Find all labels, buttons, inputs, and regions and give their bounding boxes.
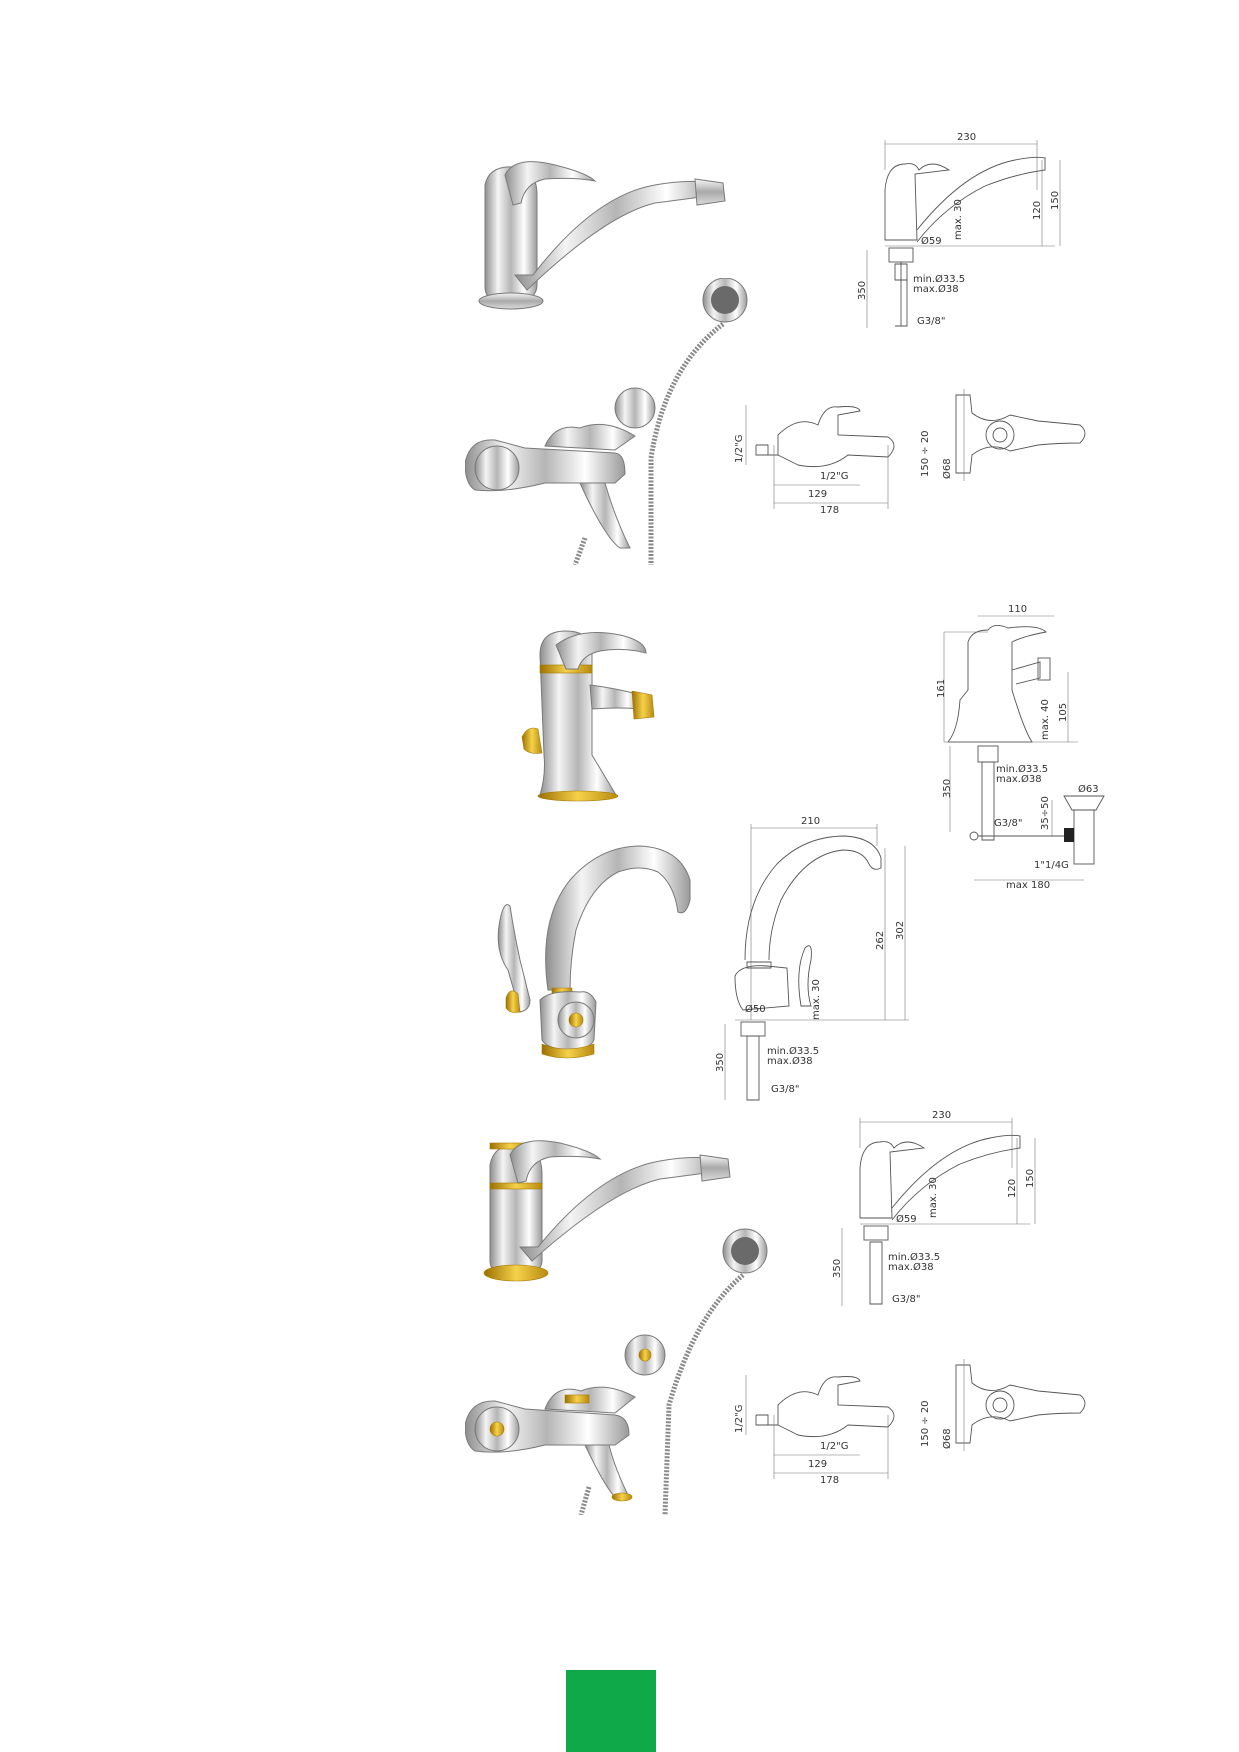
- dim-height-b: 302: [895, 921, 906, 940]
- dim-height-b: 105: [1058, 703, 1069, 722]
- dim-height-a: 120: [1007, 1179, 1018, 1198]
- dim-height-a: 262: [875, 931, 886, 950]
- dim-diameter: Ø59: [921, 235, 942, 247]
- dim-waste-len: max 180: [1006, 880, 1050, 890]
- dim-width: 110: [1008, 604, 1027, 615]
- dim-inlet: 1/2"G: [734, 1405, 745, 1433]
- dim-width: 230: [957, 132, 976, 143]
- basin-mixer-high-spout-gold-photo: [497, 845, 691, 1059]
- dim-max: max. 30: [928, 1177, 939, 1218]
- dim-height-b: 150: [1025, 1169, 1036, 1188]
- dim-d1: 129: [808, 1459, 827, 1470]
- dim-outlet: 1/2"G: [820, 1441, 848, 1452]
- dim-hose: 350: [832, 1259, 843, 1278]
- bidet-mixer-gold-drawing: 110 161 105 max. 40 min.Ø33.5 max.Ø38 35…: [936, 604, 1105, 890]
- dim-waste-thread: 1"1/4G: [1034, 860, 1069, 871]
- footer-tab: [566, 1670, 656, 1752]
- dim-thread: G3/8": [917, 316, 945, 327]
- dim-min-hole: min.Ø33.5: [888, 1251, 940, 1263]
- dim-width: 210: [801, 816, 820, 827]
- dim-thread: G3/8": [892, 1294, 920, 1305]
- dim-min-hole: min.Ø33.5: [996, 763, 1048, 775]
- dim-height-a: 161: [936, 679, 947, 698]
- dim-diameter: Ø50: [745, 1003, 766, 1015]
- sink-mixer-chrome-drawing: 230 120 150 max. 30 Ø59 min.Ø33.5 max.Ø3…: [857, 132, 1061, 328]
- dim-rosette: Ø68: [941, 1428, 953, 1449]
- dim-waste-d: Ø63: [1078, 783, 1099, 795]
- dim-max-hole: max.Ø38: [913, 283, 959, 295]
- bath-mixer-gold-drawing: 1/2"G 1/2"G 129 178 150 ÷ 20 Ø68: [734, 1359, 1086, 1485]
- dim-max-hole: max.Ø38: [767, 1055, 813, 1067]
- dim-d2: 178: [820, 1475, 839, 1485]
- dim-center: 150 ÷ 20: [920, 1400, 931, 1447]
- dim-height-a: 120: [1032, 201, 1043, 220]
- dim-height-b: 150: [1050, 191, 1061, 210]
- dim-inlet: 1/2"G: [734, 435, 745, 463]
- dim-diameter: Ø59: [896, 1213, 917, 1225]
- sink-mixer-gold-drawing: 230 120 150 max. 30 Ø59 min.Ø33.5 max.Ø3…: [832, 1110, 1036, 1306]
- bath-mixer-chrome-photo: [465, 278, 748, 565]
- sink-mixer-chrome-photo: [478, 161, 726, 310]
- dim-d2: 178: [820, 505, 839, 515]
- bath-mixer-chrome-drawing: 1/2"G 1/2"G 129 178 150 ÷ 20 Ø68: [734, 389, 1086, 515]
- dim-hose: 350: [942, 779, 953, 798]
- bath-mixer-gold-photo: [465, 1228, 768, 1515]
- dim-min-hole: min.Ø33.5: [913, 273, 965, 285]
- dim-max: max. 30: [953, 199, 964, 240]
- dim-rosette: Ø68: [941, 458, 953, 479]
- dim-max-hole: max.Ø38: [996, 773, 1042, 785]
- dim-thread: G3/8": [771, 1084, 799, 1095]
- dim-center: 150 ÷ 20: [920, 430, 931, 477]
- basin-mixer-high-spout-gold-drawing: 210 262 302 max. 30 Ø50 min.Ø33.5 max.Ø3…: [715, 816, 909, 1101]
- dim-thread: G3/8": [994, 818, 1022, 829]
- dim-d1: 129: [808, 489, 827, 500]
- dim-max: max. 30: [811, 979, 822, 1020]
- sink-mixer-gold-photo: [483, 1140, 731, 1282]
- dim-hose: 350: [857, 281, 868, 300]
- dim-hose: 350: [715, 1053, 726, 1072]
- dim-outlet: 1/2"G: [820, 471, 848, 482]
- dim-max-hole: max.Ø38: [888, 1261, 934, 1273]
- bidet-mixer-gold-photo: [521, 630, 655, 802]
- dim-max: max. 40: [1040, 699, 1051, 740]
- dim-width: 230: [932, 1110, 951, 1121]
- dim-waste-h: 35÷50: [1040, 796, 1051, 830]
- dim-min-hole: min.Ø33.5: [767, 1045, 819, 1057]
